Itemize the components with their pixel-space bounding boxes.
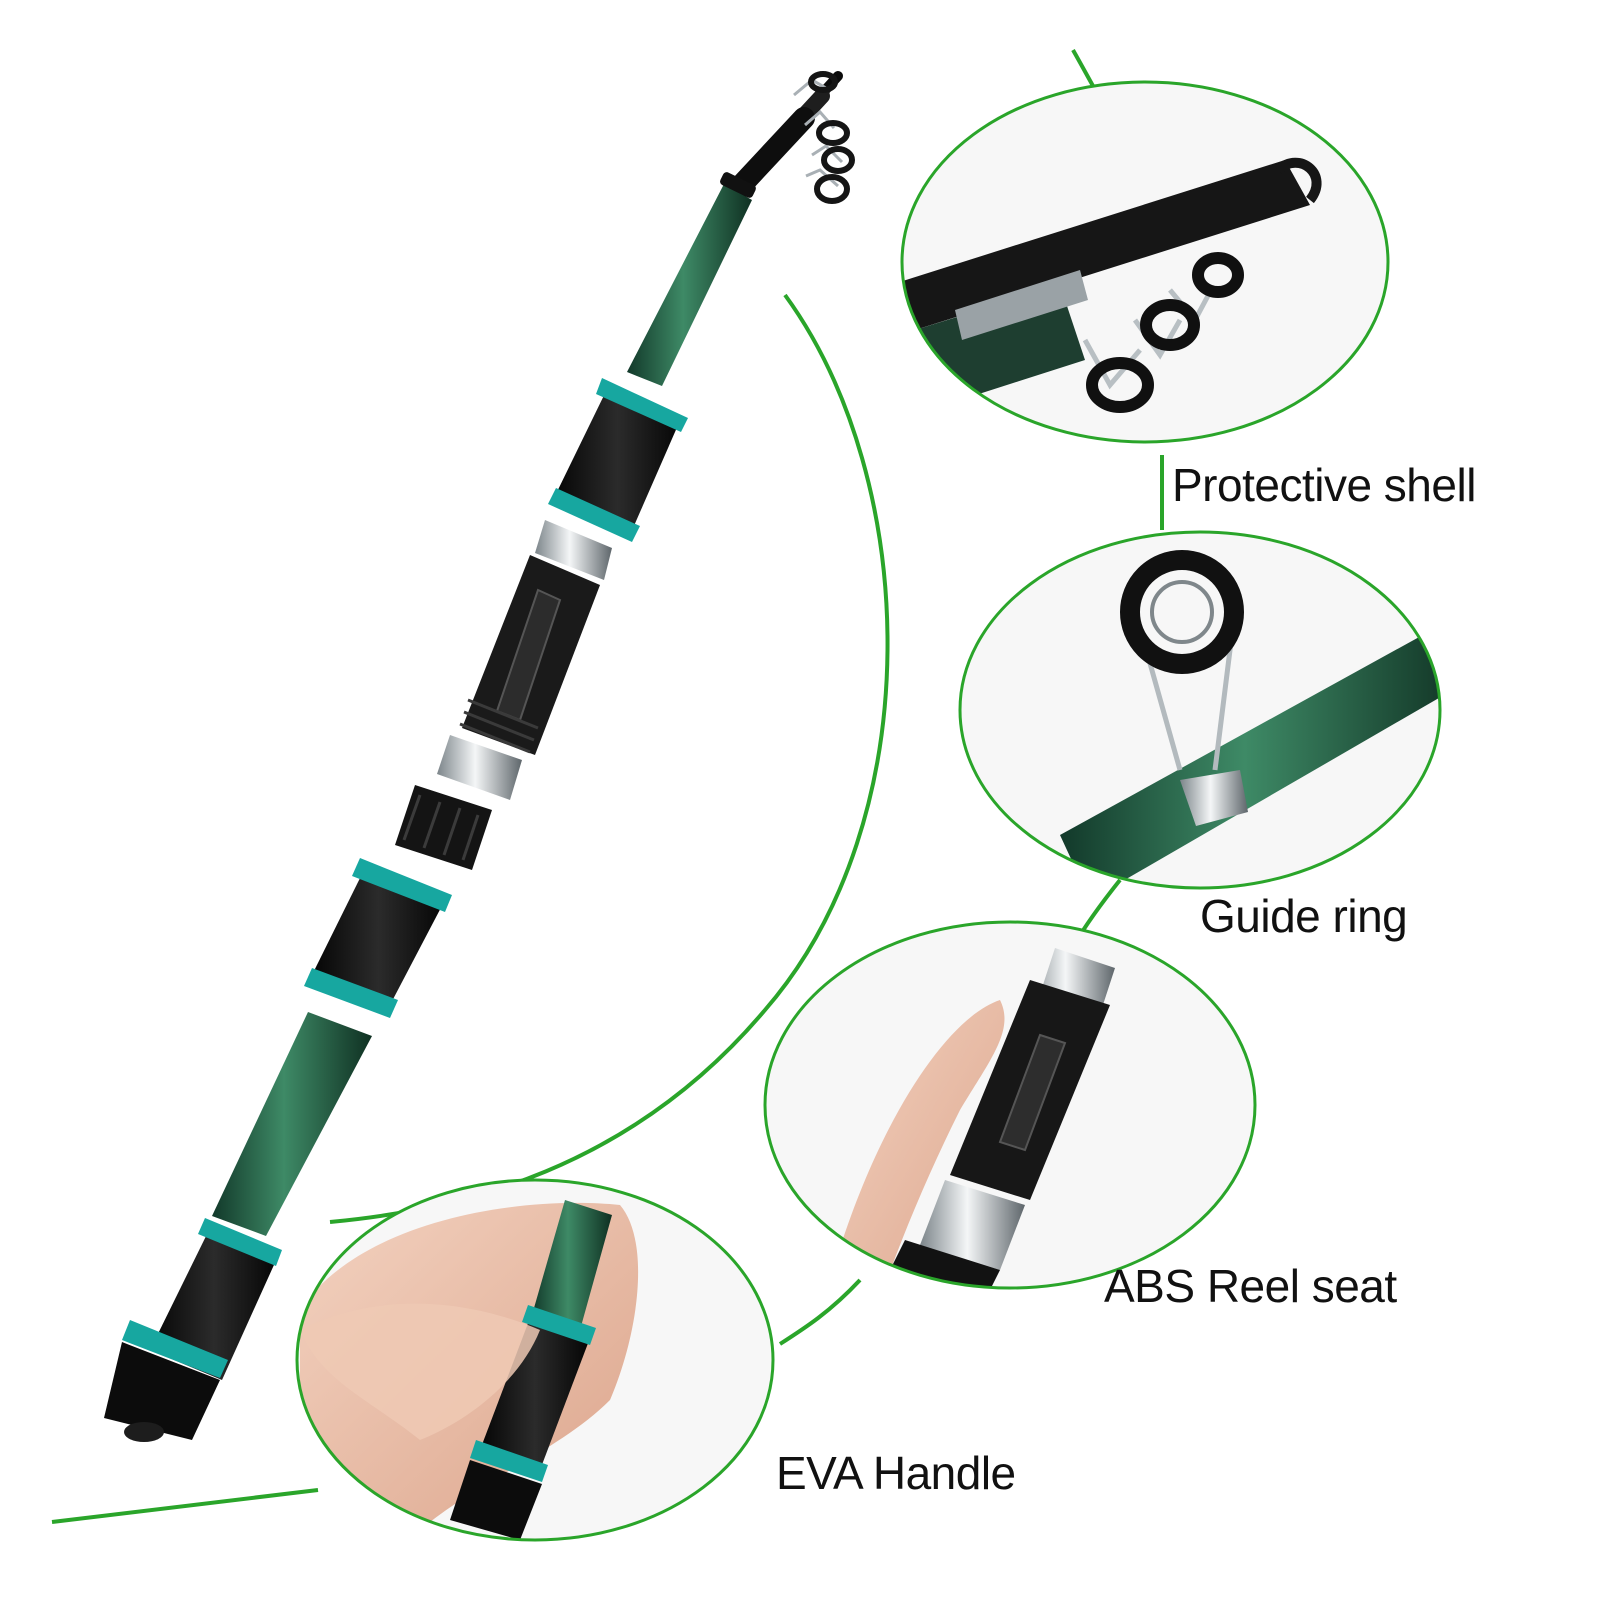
label-eva-handle: EVA Handle [776,1447,1016,1499]
callout-guide-ring [958,530,1442,890]
callout-abs-reel-seat [763,920,1257,1290]
fishing-rod-icon [104,71,855,1442]
label-guide-ring: Guide ring [1200,890,1408,942]
connector-reel-handle [778,1278,862,1346]
callout-protective-shell [900,80,1390,444]
bottom-baseline-curve [51,1488,319,1524]
tip-guides [793,78,844,188]
callout-eva-handle [295,1178,775,1542]
label-abs-reel-seat: ABS Reel seat [1104,1260,1397,1312]
label-protective-shell: Protective shell [1172,459,1476,511]
